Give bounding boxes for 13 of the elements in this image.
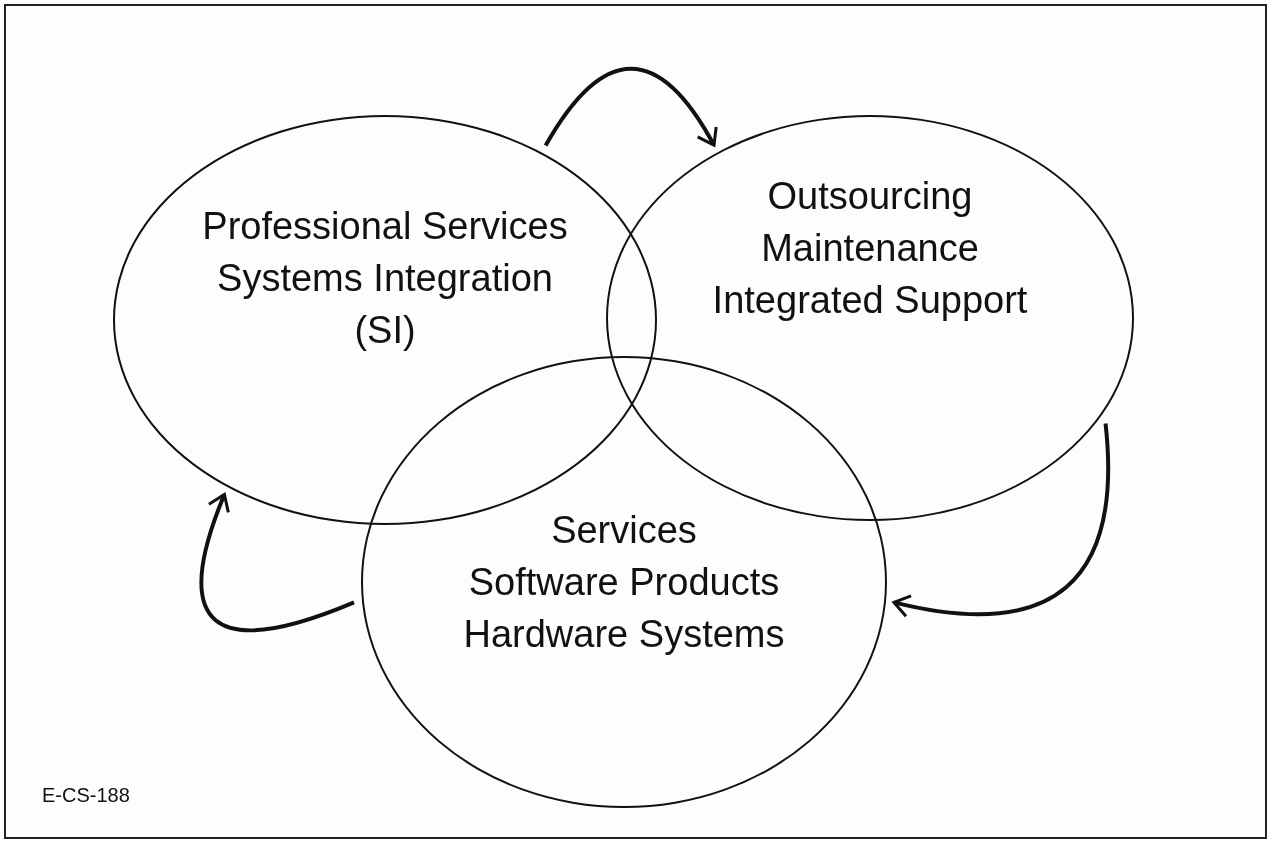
node-label: Maintenance [761,226,979,271]
curved-arrow [199,493,355,633]
node-label: Professional Services [202,204,568,249]
figure-code: E-CS-188 [42,784,130,807]
node-label: Hardware Systems [463,612,785,657]
node-label: Systems Integration (SI) [216,256,554,353]
curved-arrow [892,423,1111,618]
node-label: Integrated Support [712,278,1028,323]
curved-arrow [543,66,717,147]
ellipse [361,356,887,808]
node-label: Software Products [468,560,780,605]
node-label: Services [551,508,697,553]
node-label: Outsourcing [767,174,973,219]
